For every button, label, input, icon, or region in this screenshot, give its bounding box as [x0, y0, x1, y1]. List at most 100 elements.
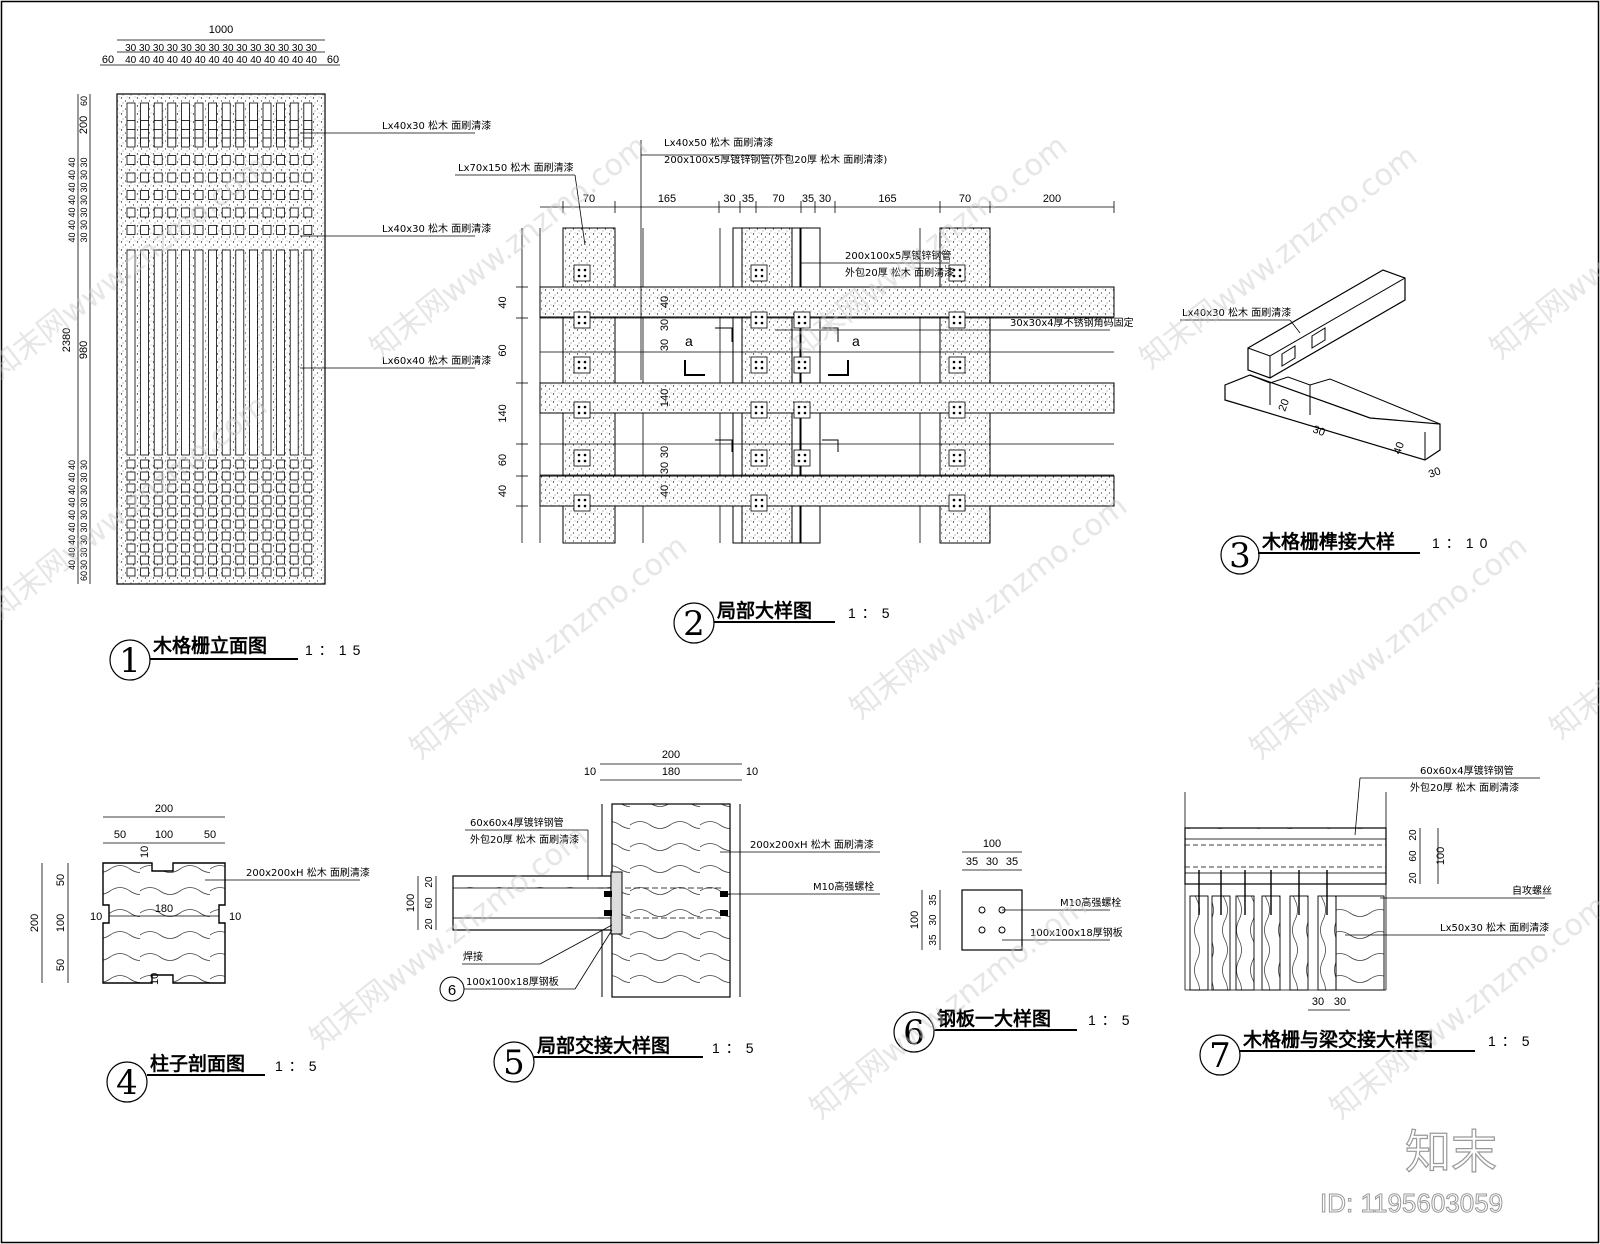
- d3-dim-30b: 30: [1427, 465, 1443, 480]
- d2-callout-c: Lx70x150 松木 面刷清漆: [458, 161, 574, 174]
- d2-inner-dim-label: 40: [659, 296, 671, 308]
- lattice-cell: [262, 507, 272, 517]
- d5-title: 局部交接大样图: [537, 1034, 670, 1057]
- d4-callout: 200x200xH 松木 面刷清漆: [246, 866, 370, 879]
- d1-callout-3: Lx60x40 松木 面刷清漆: [382, 354, 491, 367]
- d2-callout-b: 200x100x5厚镀锌钢管(外包20厚 松木 面刷清漆): [664, 153, 887, 166]
- d2-callout-d1: 200x100x5厚镀锌钢管: [845, 249, 951, 262]
- d5-callout-bolt: M10高强螺栓: [813, 880, 874, 893]
- d2-section-mark-right: a: [852, 333, 860, 349]
- d7-callout-screw: 自攻螺丝: [1512, 884, 1552, 897]
- d7-dim-20b: 20: [1408, 872, 1419, 884]
- lattice-slat: [194, 249, 204, 456]
- lattice-cell: [153, 137, 163, 148]
- lattice-cell: [262, 495, 272, 505]
- lattice-cell: [140, 555, 150, 565]
- d3-upper-member: [1247, 269, 1406, 379]
- lattice-cell: [235, 495, 245, 505]
- lattice-cell: [276, 555, 286, 565]
- lattice-cell: [208, 531, 218, 541]
- lattice-cell: [194, 507, 204, 517]
- lattice-cell: [235, 190, 245, 200]
- lattice-cell: [276, 543, 286, 553]
- d4-dim-10-left: 10: [90, 911, 102, 923]
- lattice-cell: [126, 567, 136, 577]
- watermark-text: 知末网www.znzmo.com: [1243, 528, 1534, 766]
- d7-number: 7: [1209, 1036, 1231, 1076]
- d5-ref-mark: 6: [448, 982, 456, 999]
- lattice-cell: [276, 495, 286, 505]
- d6-title: 钢板一大样图: [937, 1007, 1051, 1030]
- lattice-cell: [221, 519, 231, 529]
- lattice-slat: [248, 249, 258, 456]
- lattice-cell: [167, 519, 177, 529]
- lattice-cell: [167, 531, 177, 541]
- lattice-cell: [194, 459, 204, 469]
- d1-dim-v-stack-top: 40 40 40 40 40 40 40: [67, 157, 77, 242]
- lattice-cell: [221, 531, 231, 541]
- d2-rail-2: [539, 382, 1115, 414]
- bolt-plate: [573, 401, 591, 419]
- lattice-cell: [303, 190, 313, 200]
- lattice-cell: [262, 190, 272, 200]
- d1-scale: 1：15: [305, 642, 366, 658]
- d2-top-dim-label: 70: [583, 193, 595, 205]
- lattice-cell: [248, 471, 258, 481]
- d2-top-dim-label: 70: [959, 193, 971, 205]
- d1-dim-v-stack-top2: 30 30 30 30 30 30 30: [79, 157, 89, 242]
- lattice-cell: [208, 507, 218, 517]
- lattice-cell: [289, 519, 299, 529]
- lattice-cell: [262, 459, 272, 469]
- lattice-cell: [180, 137, 190, 148]
- d4-dim-top-50b: 50: [204, 829, 216, 841]
- lattice-slat: [289, 249, 299, 456]
- lattice-cell: [180, 459, 190, 469]
- lattice-cell: [276, 172, 286, 183]
- lattice-cell: [153, 155, 163, 165]
- d5-callout-tube2: 外包20厚 松木 面刷清漆: [470, 833, 579, 846]
- lattice-cell: [180, 483, 190, 493]
- lattice-cell: [235, 471, 245, 481]
- d2-top-dim-label: 30: [723, 193, 735, 205]
- lattice-cell: [153, 507, 163, 517]
- d6-dim-left-35b: 35: [928, 934, 939, 946]
- drawing-7-beam-connection: 20 60 20 100 30 30 60x60x4厚镀锌钢管 外包20厚 松木…: [1184, 764, 1552, 1076]
- d3-callout: Lx40x30 松木 面刷清漆: [1182, 306, 1291, 319]
- lattice-cell: [208, 172, 218, 183]
- d2-top-dim-label: 35: [742, 193, 754, 205]
- lattice-slat: [235, 249, 245, 456]
- d4-dim-height: 200: [29, 914, 41, 932]
- lattice-cell: [180, 190, 190, 200]
- watermark-id: ID: 1195603059: [1320, 1188, 1503, 1218]
- lattice-cell: [303, 225, 313, 235]
- lattice-cell: [153, 555, 163, 565]
- d4-dim-width: 200: [155, 803, 173, 815]
- lattice-cell: [126, 120, 136, 130]
- lattice-cell: [289, 543, 299, 553]
- lattice-cell: [194, 225, 204, 235]
- d6-number: 6: [903, 1013, 925, 1053]
- d3-dim-40: 40: [1392, 440, 1407, 456]
- lattice-cell: [221, 172, 231, 183]
- lattice-cell: [262, 172, 272, 183]
- d5-callout-tube1: 60x60x4厚镀锌钢管: [470, 816, 564, 829]
- lattice-cell: [248, 207, 258, 218]
- d4-dim-top-100: 100: [155, 829, 173, 841]
- lattice-cell: [167, 495, 177, 505]
- lattice-cell: [208, 519, 218, 529]
- bolt-plate: [573, 264, 591, 282]
- d2-rail-3: [539, 475, 1115, 507]
- lattice-cell: [276, 507, 286, 517]
- lattice-cell: [221, 190, 231, 200]
- d4-dim-10-top: 10: [139, 846, 151, 858]
- lattice-cell: [194, 483, 204, 493]
- d1-dim-top-row1: 30 30 30 30 30 30 30 30 30 30 30 30 30 3…: [125, 43, 317, 54]
- drawing-1-elevation: 1000 30 30 30 30 30 30 30 30 30 30 30 30…: [61, 24, 491, 681]
- d4-dim-left-50a: 50: [55, 874, 67, 886]
- lattice-cell: [289, 495, 299, 505]
- d5-dim-60: 60: [424, 897, 435, 909]
- lattice-cell: [208, 471, 218, 481]
